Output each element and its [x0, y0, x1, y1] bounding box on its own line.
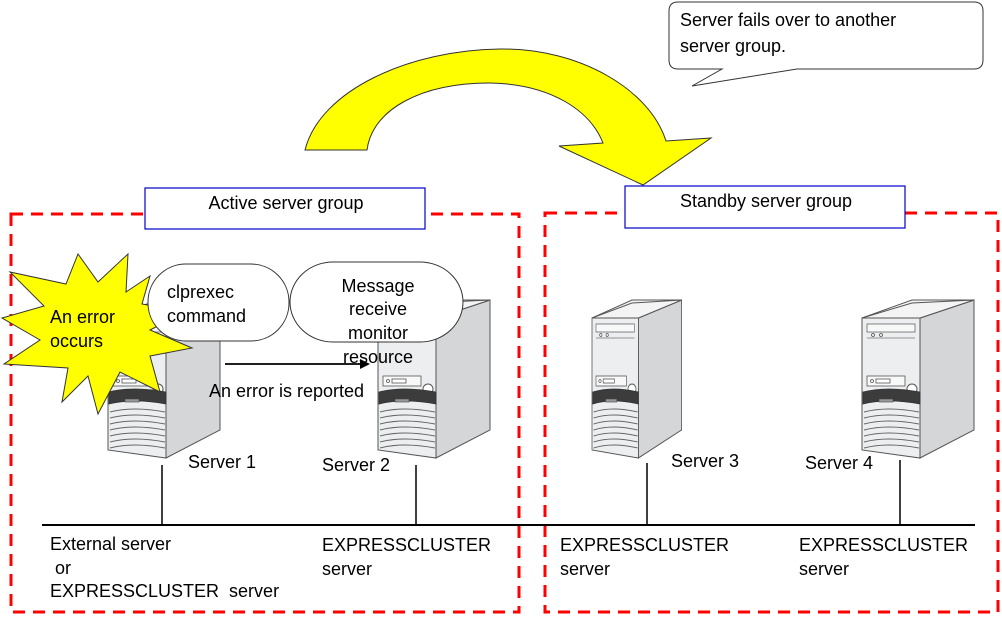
server-1-role-line-2: or [50, 558, 72, 578]
callout-line-1: Server fails over to another [680, 10, 897, 30]
message-receive-monitor-bubble [289, 261, 464, 343]
monitor-line-2: receive [348, 299, 408, 319]
standby-group-label-box [624, 185, 906, 229]
server-3-role-line-2: server [560, 559, 611, 579]
active-group-border [9, 212, 521, 614]
server-4-name: Server 4 [805, 453, 874, 473]
clprexec-line-2: command [167, 306, 247, 326]
server-1-name: Server 1 [188, 452, 257, 472]
failover-arrow-icon [304, 48, 713, 186]
server-1-role-line-3: EXPRESSCLUSTER server [50, 581, 280, 601]
server-4-role-line-1: EXPRESSCLUSTER [799, 535, 969, 555]
clprexec-command-bubble [147, 263, 290, 342]
active-group-label: Active server group [208, 193, 364, 213]
arrow-head-icon [360, 359, 370, 369]
server-2-role-line-1: EXPRESSCLUSTER [322, 535, 492, 555]
server-4-icon [861, 299, 975, 459]
error-report-label: An error is reported [209, 381, 365, 401]
server-1-role-line-1: External server [50, 534, 172, 554]
server-3-icon [591, 299, 683, 459]
standby-group-label: Standby server group [679, 191, 853, 211]
clprexec-line-1: clprexec [167, 282, 235, 302]
monitor-line-4: resource [342, 347, 414, 367]
callout-line-2: server group. [680, 36, 787, 56]
failover-callout-bubble [668, 1, 984, 87]
active-group-label-box [144, 187, 426, 230]
error-burst-line-2: occurs [50, 331, 104, 351]
server-3-role-line-1: EXPRESSCLUSTER [560, 535, 730, 555]
server-2-name: Server 2 [322, 455, 391, 475]
server-2-role-line-2: server [322, 559, 373, 579]
server-3-name: Server 3 [671, 451, 740, 471]
monitor-line-3: monitor [347, 323, 409, 343]
monitor-line-1: Message [341, 276, 415, 296]
error-burst-line-1: An error [50, 307, 116, 327]
server-4-role-line-2: server [799, 559, 850, 579]
